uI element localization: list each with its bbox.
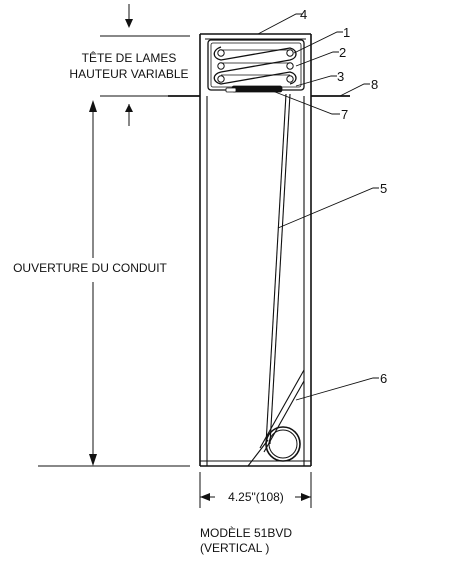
- width-label: 4.25"(108): [228, 490, 284, 504]
- callout-6: 6: [380, 371, 387, 386]
- callout-5: 5: [380, 181, 387, 196]
- blade-head-label-line2: HAUTEUR VARIABLE: [69, 67, 188, 81]
- callout-leaders: [257, 13, 379, 401]
- callout-2: 2: [339, 45, 346, 60]
- callout-7: 7: [341, 107, 348, 122]
- duct-opening-dimension: [38, 100, 190, 467]
- callout-1: 1: [343, 25, 350, 40]
- callout-3: 3: [337, 69, 344, 84]
- folded-blade-stack: [207, 39, 305, 93]
- damper-frame: [168, 33, 350, 467]
- release-strap: [247, 93, 291, 467]
- blade-head-dimension: [100, 4, 190, 126]
- spring-roll: [265, 426, 301, 462]
- blade-head-label-line1: TÊTE DE LAMES: [82, 50, 177, 65]
- duct-opening-label: OUVERTURE DU CONDUIT: [13, 261, 167, 275]
- model-caption-line2: (VERTICAL ): [200, 541, 269, 555]
- blade-guide: [259, 369, 305, 453]
- callout-4: 4: [300, 7, 307, 22]
- width-dimension: [199, 472, 312, 508]
- model-caption-line1: MODÈLE 51BVD: [200, 525, 292, 540]
- callout-8: 8: [371, 77, 378, 92]
